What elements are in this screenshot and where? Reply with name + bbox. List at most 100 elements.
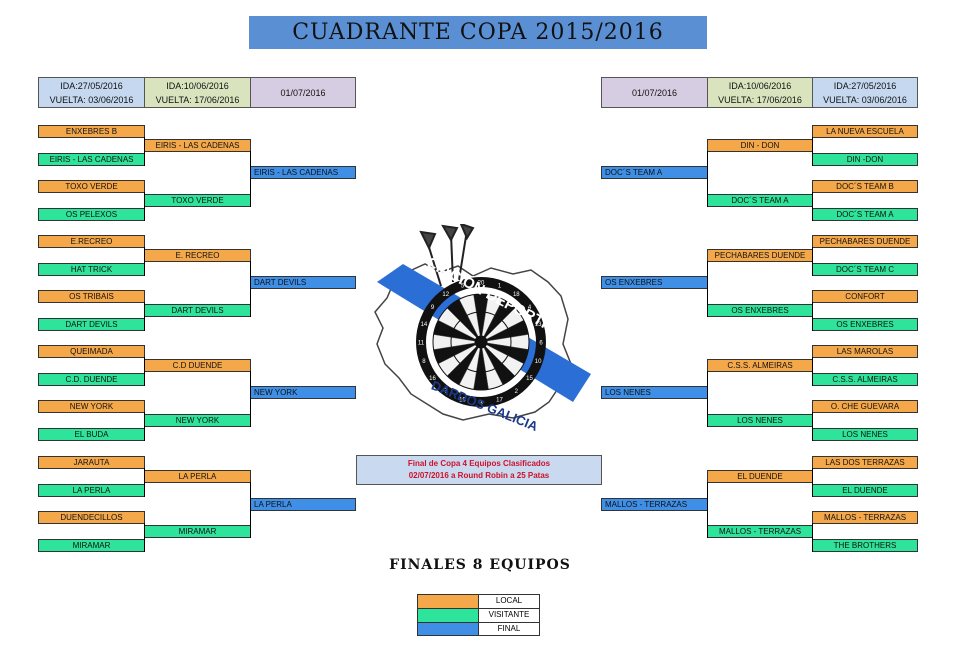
right-r1-connector: [812, 357, 813, 386]
legend-row-final: FINAL: [417, 622, 540, 636]
left-r1-connector: [144, 302, 145, 331]
left-r2-team-7: LA PERLA: [144, 470, 251, 483]
dartboard-ring: [416, 277, 546, 407]
right-r1-connector: [812, 523, 813, 552]
right-r2-team-3: PECHABARES DUENDE: [707, 249, 813, 262]
dartboard-number: 15: [526, 376, 533, 382]
dartboard-number: 5: [461, 283, 465, 289]
left-r3-team-1: EIRIS - LAS CADENAS: [250, 166, 356, 179]
left-header-round1: IDA:27/05/2016 VUELTA: 03/06/2016: [38, 77, 145, 108]
left-r1-team-2: EIRIS - LAS CADENAS: [38, 153, 145, 166]
left-r1-team-11: NEW YORK: [38, 400, 145, 413]
left-r1-connector: [144, 137, 145, 166]
left-r1-team-7: OS TRIBAIS: [38, 290, 145, 303]
right-r1-team-16: THE BROTHERS: [812, 539, 918, 552]
right-r1-connector: [812, 247, 813, 276]
dartboard-number: 7: [444, 389, 448, 395]
right-r2-team-6: LOS NENES: [707, 414, 813, 427]
left-r3-team-3: NEW YORK: [250, 386, 356, 399]
dartboard-number: 17: [496, 398, 503, 404]
legend-swatch-local: [418, 595, 479, 608]
left-r1-team-4: OS PELEXOS: [38, 208, 145, 221]
legend-row-visitante: VISITANTE: [417, 608, 540, 622]
right-r2-connector: [707, 151, 708, 207]
left-r3-team-4: LA PERLA: [250, 498, 356, 511]
left-header-round3: 01/07/2016: [250, 77, 356, 108]
right-r1-connector: [812, 302, 813, 331]
right-round1-ida: IDA:27/05/2016: [833, 80, 897, 91]
finales-title: FINALES 8 EQUIPOS: [389, 557, 571, 573]
right-r1-team-6: DOC´S TEAM C: [812, 263, 918, 276]
right-round3-date: 01/07/2016: [631, 87, 678, 98]
dartboard-number: 3: [479, 401, 483, 407]
right-r2-team-7: EL DUENDE: [707, 470, 813, 483]
right-r1-team-8: OS ENXEBRES: [812, 318, 918, 331]
right-r1-team-14: EL DUENDE: [812, 484, 918, 497]
legend-label-local: LOCAL: [495, 596, 523, 605]
right-r1-team-7: CONFORT: [812, 290, 918, 303]
right-r1-team-15: MALLOS - TERRAZAS: [812, 511, 918, 524]
right-r2-team-5: C.S.S. ALMEIRAS: [707, 359, 813, 372]
dartboard-ring: [474, 335, 488, 349]
left-round3-date: 01/07/2016: [280, 87, 326, 98]
right-r3-team-2: OS ENXEBRES: [601, 276, 708, 289]
right-r1-team-12: LOS NENES: [812, 428, 918, 441]
right-r1-team-13: LAS DOS TERRAZAS: [812, 456, 918, 469]
right-header-round1: IDA:27/05/2016 VUELTA: 03/06/2016: [812, 77, 918, 108]
left-r2-team-4: DART DEVILS: [144, 304, 251, 317]
final-line-1: Final de Copa 4 Equipos Clasificados: [407, 459, 551, 468]
left-r2-team-2: TOXO VERDE: [144, 194, 251, 207]
final-line-2: 02/07/2016 a Round Robin a 25 Patas: [408, 471, 550, 480]
dartboard-number: 16: [429, 376, 436, 382]
right-r1-connector: [812, 192, 813, 221]
left-r1-team-9: QUEIMADA: [38, 345, 145, 358]
right-header-round3: 01/07/2016: [601, 77, 708, 108]
left-r1-team-3: TOXO VERDE: [38, 180, 145, 193]
left-r1-team-13: JARAUTA: [38, 456, 145, 469]
left-r2-team-8: MIRAMAR: [144, 525, 251, 538]
dartboard-ring: [432, 293, 530, 391]
dart-feathers: [419, 224, 475, 287]
left-r1-team-16: MIRAMAR: [38, 539, 145, 552]
left-r1-team-15: DUENDECILLOS: [38, 511, 145, 524]
left-r2-team-5: C.D DUENDE: [144, 359, 251, 372]
right-r3-team-4: MALLOS - TERRAZAS: [601, 498, 708, 511]
left-r1-team-10: C.D. DUENDE: [38, 373, 145, 386]
right-round2-ida: IDA:10/06/2016: [728, 80, 792, 91]
dartboard-number: 2: [515, 389, 519, 395]
right-r2-connector: [707, 482, 708, 538]
legend-label-final: FINAL: [497, 624, 521, 633]
left-r1-connector: [144, 357, 145, 386]
dartboard-number: 9: [431, 305, 435, 311]
right-r1-team-2: DIN -DON: [812, 153, 918, 166]
right-r3-team-3: LOS NENES: [601, 386, 708, 399]
dartboard-number: 12: [442, 292, 449, 298]
left-round1-ida: IDA:27/05/2016: [60, 80, 123, 91]
dartboard-number: 6: [539, 341, 543, 347]
legend: LOCAL VISITANTE FINAL: [417, 594, 540, 636]
legend-swatch-final: [418, 623, 479, 635]
dartboard-number: 8: [422, 359, 426, 365]
dartboard-number: 1: [498, 283, 502, 289]
legend-label-visitante: VISITANTE: [488, 610, 530, 619]
right-round1-vuelta: VUELTA: 03/06/2016: [823, 94, 907, 105]
dartboard-number: 14: [421, 322, 428, 328]
right-r1-connector: [812, 137, 813, 166]
right-r2-team-4: OS ENXEBRES: [707, 304, 813, 317]
right-r1-connector: [812, 468, 813, 497]
left-r1-team-12: EL BUDA: [38, 428, 145, 441]
page-title: CUADRANTE COPA 2015/2016: [249, 16, 707, 49]
left-r2-team-6: NEW YORK: [144, 414, 251, 427]
dartboard-number: 18: [513, 292, 520, 298]
right-round2-vuelta: VUELTA: 17/06/2016: [718, 94, 802, 105]
dartboard-number: 11: [418, 341, 425, 347]
left-r1-team-5: E.RECREO: [38, 235, 145, 248]
left-r1-team-8: DART DEVILS: [38, 318, 145, 331]
right-r1-connector: [812, 412, 813, 441]
left-round2-ida: IDA:10/06/2016: [166, 80, 229, 91]
final-info-box: Final de Copa 4 Equipos Clasificados 02/…: [356, 455, 602, 485]
right-r2-team-2: DOC´S TEAM A: [707, 194, 813, 207]
right-r1-team-4: DOC´S TEAM A: [812, 208, 918, 221]
